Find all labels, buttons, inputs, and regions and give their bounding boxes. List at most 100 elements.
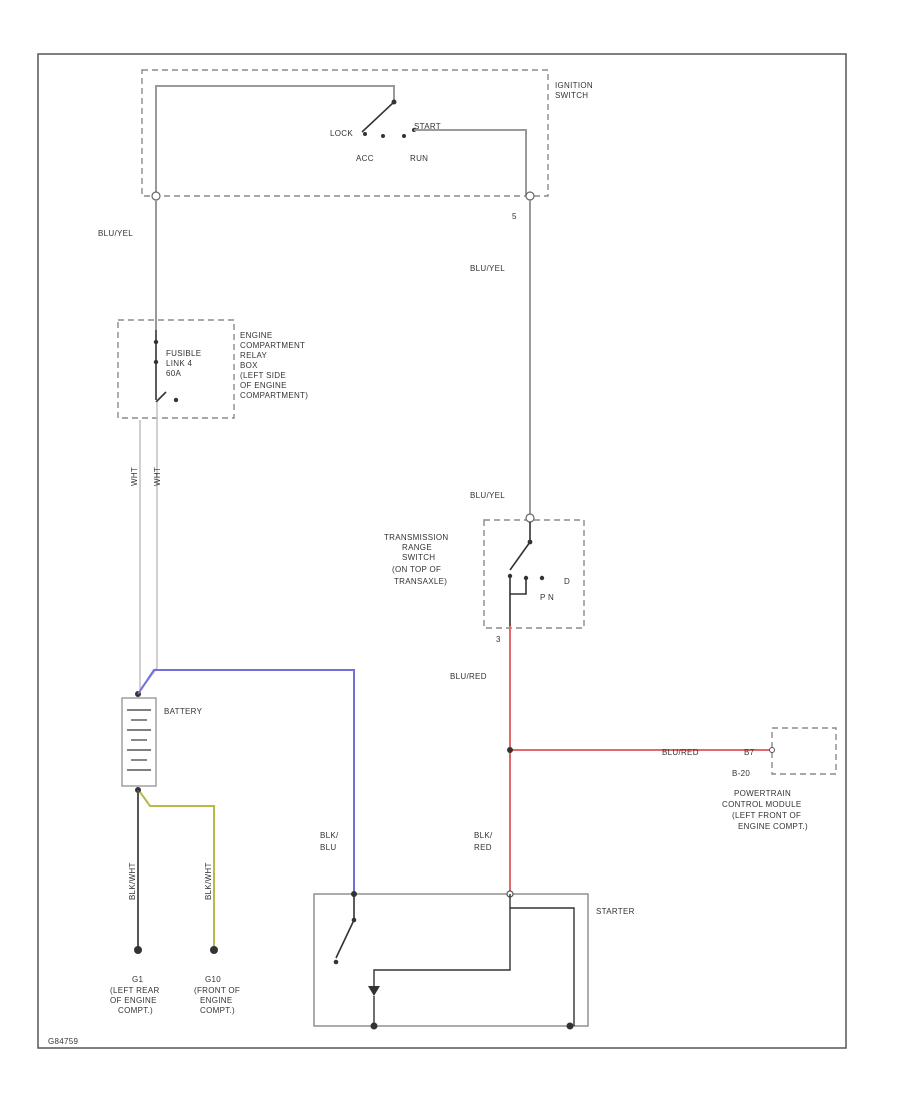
ignition-switch-title-2: SWITCH bbox=[555, 91, 588, 100]
relay-box-desc-1: ENGINE bbox=[240, 331, 272, 340]
ignition-pin-label: 5 bbox=[512, 212, 517, 221]
starter-ground-point-1 bbox=[370, 1022, 378, 1030]
wire-label-starter-right-1: BLK/ bbox=[474, 831, 493, 840]
ignition-switch-pivot bbox=[391, 99, 397, 105]
ground-g1-symbol bbox=[134, 946, 142, 954]
ignition-pin-right bbox=[525, 191, 535, 201]
pcm-title-4: ENGINE COMPT.) bbox=[738, 822, 808, 831]
trs-pos-p: P bbox=[540, 593, 546, 602]
ignition-switch-run-contact bbox=[402, 134, 406, 138]
starter-boundary bbox=[313, 893, 589, 1027]
fusible-link-label-1: FUSIBLE bbox=[166, 349, 201, 358]
fusible-link-contact bbox=[155, 391, 167, 403]
relay-box-boundary bbox=[117, 319, 235, 419]
relay-box-desc-6: OF ENGINE bbox=[240, 381, 287, 390]
wire-label-ground-left: BLK/WHT bbox=[128, 862, 137, 900]
trs-contact-arm bbox=[509, 541, 531, 571]
ignition-acc-label: ACC bbox=[356, 154, 374, 163]
ground-g10-desc-1: (FRONT OF bbox=[194, 986, 240, 995]
wire-label-starter-left-2: BLU bbox=[320, 843, 336, 852]
starter-solenoid-wire-2 bbox=[373, 908, 511, 986]
relay-box-desc-2: COMPARTMENT bbox=[240, 341, 305, 350]
fusible-link-terminal-3 bbox=[173, 397, 179, 403]
wire-label-wht-a: WHT bbox=[130, 467, 139, 486]
diagram-code: G84759 bbox=[48, 1037, 79, 1046]
pcm-connector-label: B-20 bbox=[732, 769, 750, 778]
pcm-title-2: CONTROL MODULE bbox=[722, 800, 801, 809]
wire-battery-to-starter-blue bbox=[137, 669, 355, 894]
trs-pin-label: 3 bbox=[496, 635, 501, 644]
battery-body bbox=[121, 697, 157, 787]
ignition-lock-label: LOCK bbox=[330, 129, 353, 138]
ignition-pin-left bbox=[151, 191, 161, 201]
ignition-switch-acc-contact bbox=[381, 134, 385, 138]
trs-contact-d bbox=[539, 575, 545, 581]
wire-label-right-top: BLU/YEL bbox=[470, 264, 505, 273]
ground-g1-desc-3: COMPT.) bbox=[118, 1006, 153, 1015]
wire-label-ground-right: BLK/WHT bbox=[204, 862, 213, 900]
ignition-switch-title-1: IGNITION bbox=[555, 81, 593, 90]
ground-g10-symbol bbox=[210, 946, 218, 954]
relay-box-desc-7: COMPARTMENT) bbox=[240, 391, 308, 400]
pcm-boundary bbox=[771, 727, 837, 775]
pcm-title-1: POWERTRAIN bbox=[734, 789, 791, 798]
starter: STARTER bbox=[313, 890, 635, 1030]
ground-g10-desc-3: COMPT.) bbox=[200, 1006, 235, 1015]
trs-pos-d: D bbox=[564, 577, 570, 586]
fusible-link-label-2: LINK 4 bbox=[166, 359, 193, 368]
transmission-range-switch: P N D TRANSMISSION RANGE SWITCH (ON TOP … bbox=[384, 513, 585, 644]
wire-label-starter-right-2: RED bbox=[474, 843, 492, 852]
ignition-switch-feed-wire bbox=[155, 85, 395, 196]
trs-pos-n: N bbox=[548, 593, 554, 602]
ignition-switch-contact-arm bbox=[361, 101, 395, 133]
pcm-pin-label: B7 bbox=[744, 748, 755, 757]
trs-boundary bbox=[483, 519, 585, 629]
starter-label: STARTER bbox=[596, 907, 635, 916]
ground-g1-id: G1 bbox=[132, 975, 144, 984]
wire-ground-g10 bbox=[139, 791, 215, 950]
fusible-link-label-3: 60A bbox=[166, 369, 181, 378]
trs-pn-bridge bbox=[509, 576, 527, 595]
ground-g1-desc-1: (LEFT REAR bbox=[110, 986, 160, 995]
starter-switch-pivot bbox=[351, 917, 357, 923]
ignition-switch-start-wire bbox=[414, 129, 527, 196]
battery: BATTERY bbox=[121, 691, 203, 793]
ground-g10-desc-2: ENGINE bbox=[200, 996, 232, 1005]
ignition-start-label: START bbox=[414, 122, 441, 131]
diagram-frame bbox=[37, 53, 847, 1049]
trs-title-4: (ON TOP OF bbox=[392, 565, 441, 574]
ground-g1-desc-2: OF ENGINE bbox=[110, 996, 157, 1005]
wire-label-junction-to-pcm: BLU/RED bbox=[662, 748, 699, 757]
trs-title-1: TRANSMISSION bbox=[384, 533, 449, 542]
trs-title-5: TRANSAXLE) bbox=[394, 577, 447, 586]
starter-switch-contact bbox=[333, 959, 339, 965]
ground-g10-id: G10 bbox=[205, 975, 221, 984]
ignition-switch-boundary bbox=[141, 69, 549, 197]
wire-label-wht-b: WHT bbox=[153, 467, 162, 486]
starter-switch-arm bbox=[335, 919, 355, 959]
splice-junction bbox=[507, 747, 513, 753]
pcm-title-3: (LEFT FRONT OF bbox=[732, 811, 801, 820]
trs-pivot bbox=[527, 539, 533, 545]
wire-label-left-top: BLU/YEL bbox=[98, 229, 133, 238]
wire-label-right-mid: BLU/YEL bbox=[470, 491, 505, 500]
ignition-switch-lock-contact bbox=[363, 132, 367, 136]
starter-solenoid-wire-1 bbox=[509, 894, 575, 1026]
powertrain-control-module: B7 B-20 POWERTRAIN CONTROL MODULE (LEFT … bbox=[722, 727, 837, 831]
ignition-switch: LOCK START ACC RUN IGNITION SWITCH 5 bbox=[141, 69, 593, 221]
trs-title-2: RANGE bbox=[402, 543, 432, 552]
ignition-run-label: RUN bbox=[410, 154, 428, 163]
trs-input-pin bbox=[525, 513, 535, 523]
trs-title-3: SWITCH bbox=[402, 553, 435, 562]
relay-box-desc-3: RELAY bbox=[240, 351, 268, 360]
starter-motor-symbol bbox=[368, 986, 380, 996]
starter-ground-point-2 bbox=[566, 1022, 574, 1030]
wire-label-trs-to-junction: BLU/RED bbox=[450, 672, 487, 681]
relay-box-desc-4: BOX bbox=[240, 361, 258, 370]
engine-compartment-relay-box: FUSIBLE LINK 4 60A ENGINE COMPARTMENT RE… bbox=[117, 319, 308, 419]
pcm-pin bbox=[769, 747, 775, 753]
wire-label-starter-left-1: BLK/ bbox=[320, 831, 339, 840]
battery-label: BATTERY bbox=[164, 707, 203, 716]
relay-box-desc-5: (LEFT SIDE bbox=[240, 371, 286, 380]
